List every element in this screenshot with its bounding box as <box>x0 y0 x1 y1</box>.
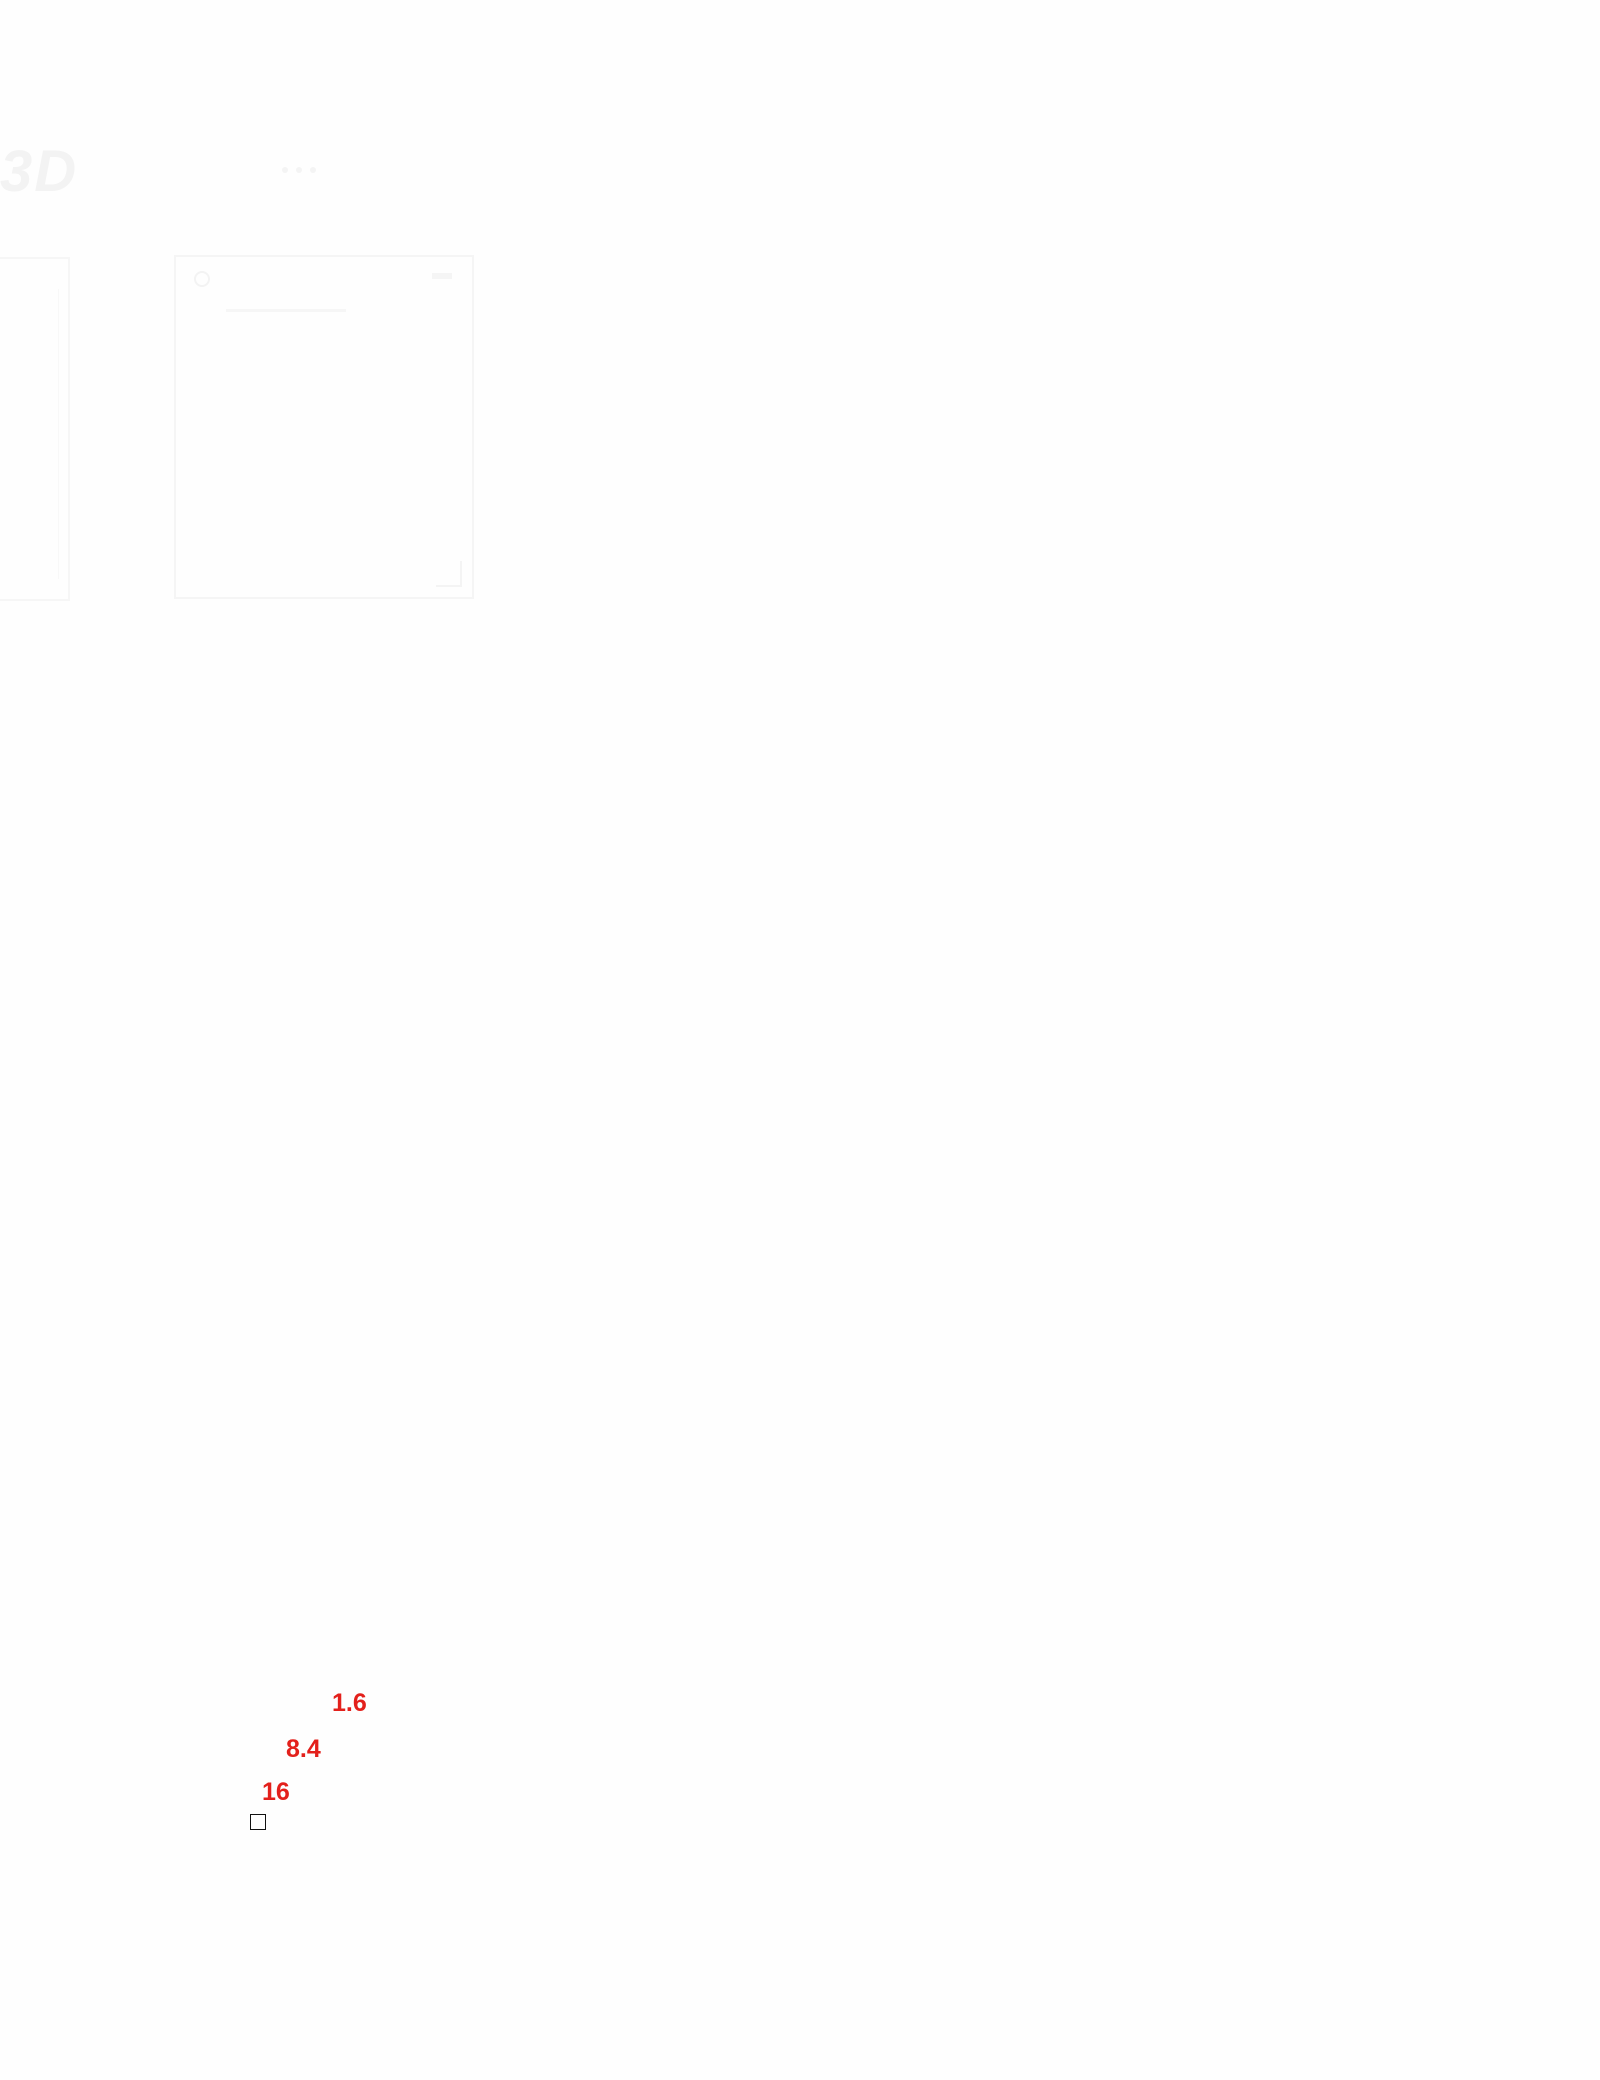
faded-dots-icon <box>282 160 328 173</box>
faded-resize-corner-icon <box>436 561 462 587</box>
faded-circle-icon <box>194 271 210 287</box>
measurement-label-2: 8.4 <box>286 1735 321 1763</box>
faded-title-bar <box>226 309 346 312</box>
faded-main-panel <box>174 255 474 599</box>
checkbox[interactable] <box>250 1814 266 1830</box>
faded-side-panel-divider <box>8 289 59 579</box>
faded-heading: 3D <box>0 139 79 204</box>
measurement-label-1: 1.6 <box>332 1689 367 1717</box>
measurement-label-3: 16 <box>262 1778 290 1806</box>
faded-tab-icon <box>432 273 452 279</box>
faded-side-panel <box>0 257 70 601</box>
